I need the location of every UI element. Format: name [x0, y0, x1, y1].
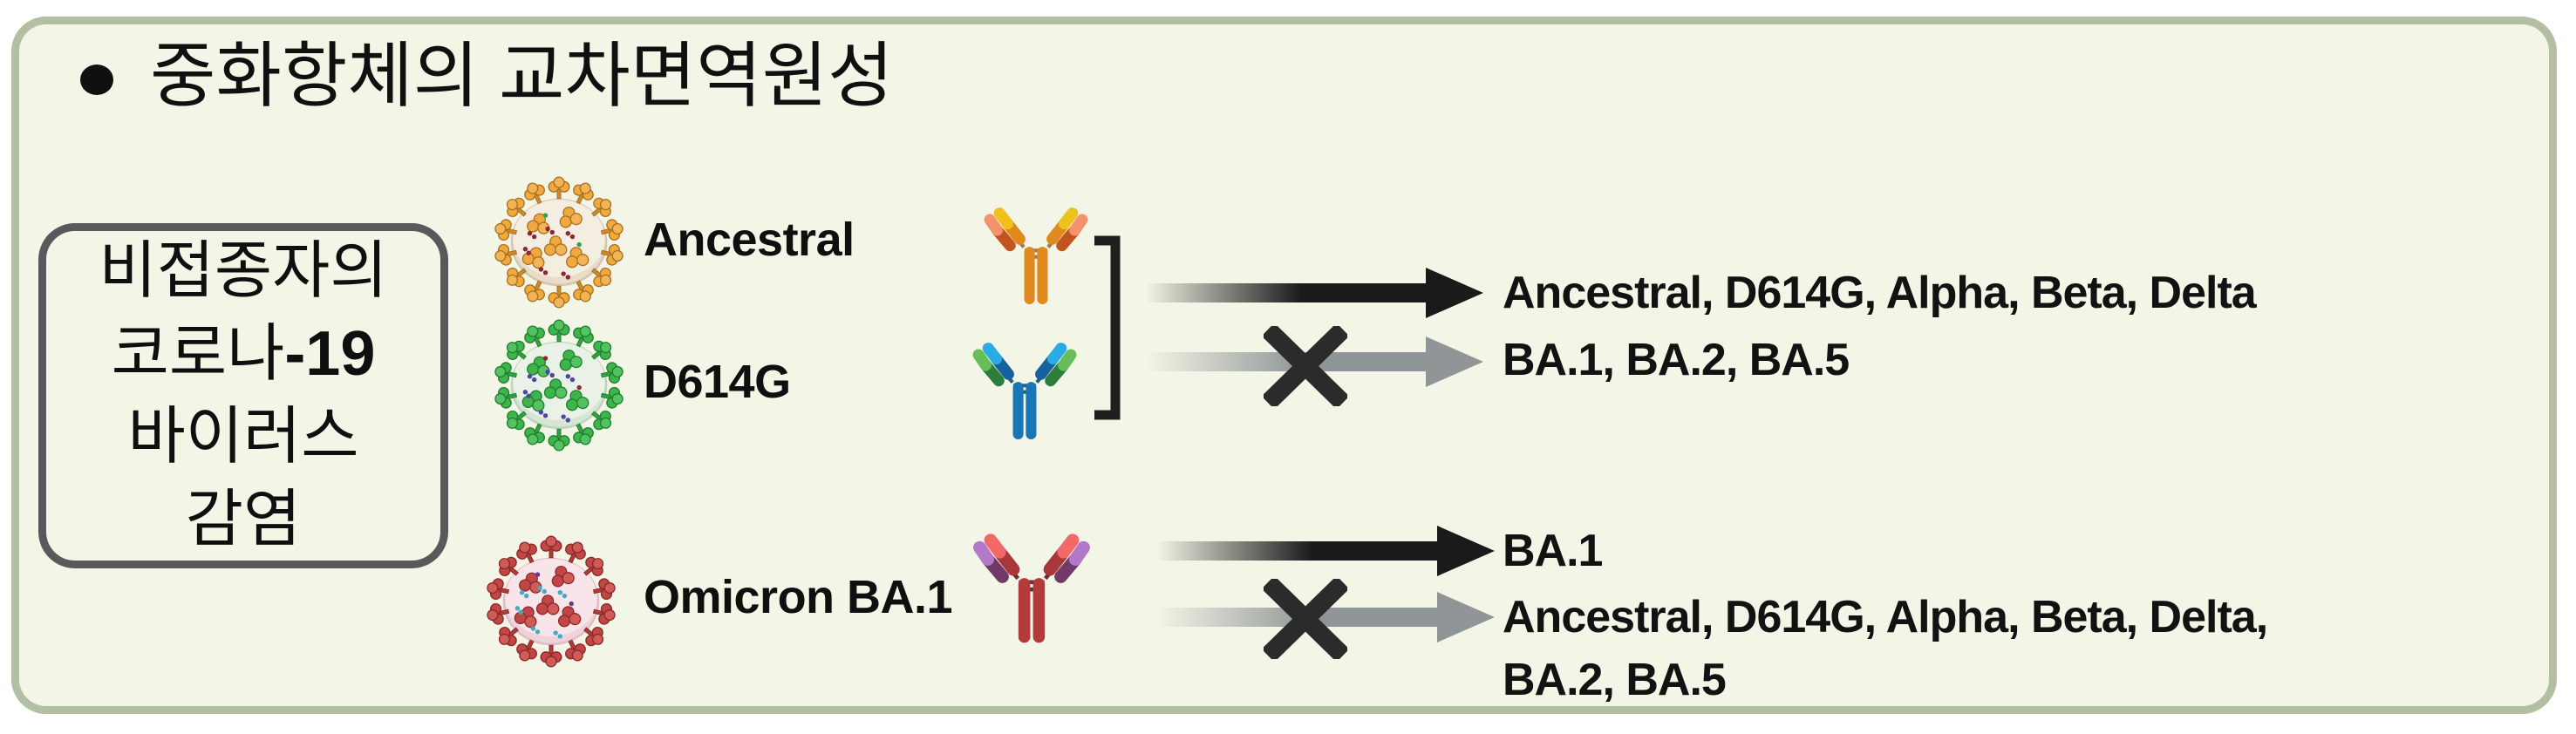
infection-box-line3: 바이러스 [127, 402, 359, 472]
ancestral-virus-icon [492, 176, 626, 309]
group1-neutralized-text: Ancestral, D614G, Alpha, Beta, Delta [1503, 268, 2257, 318]
d614g-antibody-icon [972, 343, 1077, 440]
ancestral-antibody-icon [984, 207, 1088, 305]
group-bracket [1094, 235, 1121, 420]
group2-not-neutralized-text-line1: Ancestral, D614G, Alpha, Beta, Delta, [1503, 592, 2268, 642]
d614g-virus-icon [492, 319, 626, 452]
variant-label-d614g: D614G [644, 356, 791, 408]
omicron-ba1-virus-icon [484, 535, 618, 668]
figure-title: 중화항체의 교차면역원성 [150, 37, 894, 116]
infection-box-line4: 감염 [185, 485, 302, 554]
bullet-icon [80, 65, 113, 95]
unvaccinated-infection-box: 비접종자의 코로나-19 바이러스 감염 [38, 223, 448, 568]
infection-box-line2: 코로나-19 [111, 319, 376, 389]
neutralization-arrow-group1 [1145, 268, 1483, 318]
omicron-ba1-antibody-icon [973, 534, 1090, 643]
variant-label-ancestral: Ancestral [644, 214, 855, 266]
group1-not-neutralized-text: BA.1, BA.2, BA.5 [1503, 335, 1850, 385]
infection-box-line1: 비접종자의 [99, 236, 388, 306]
group2-neutralized-text: BA.1 [1503, 526, 1603, 576]
no-neutralization-arrow-group1 [1145, 336, 1483, 387]
variant-label-omicron-ba1: Omicron BA.1 [644, 571, 953, 623]
group2-not-neutralized-text-line2: BA.2, BA.5 [1503, 655, 1727, 705]
cross-icon-group1 [1264, 326, 1347, 406]
cross-icon-group2 [1264, 579, 1347, 659]
neutralization-arrow-group2 [1156, 526, 1495, 576]
